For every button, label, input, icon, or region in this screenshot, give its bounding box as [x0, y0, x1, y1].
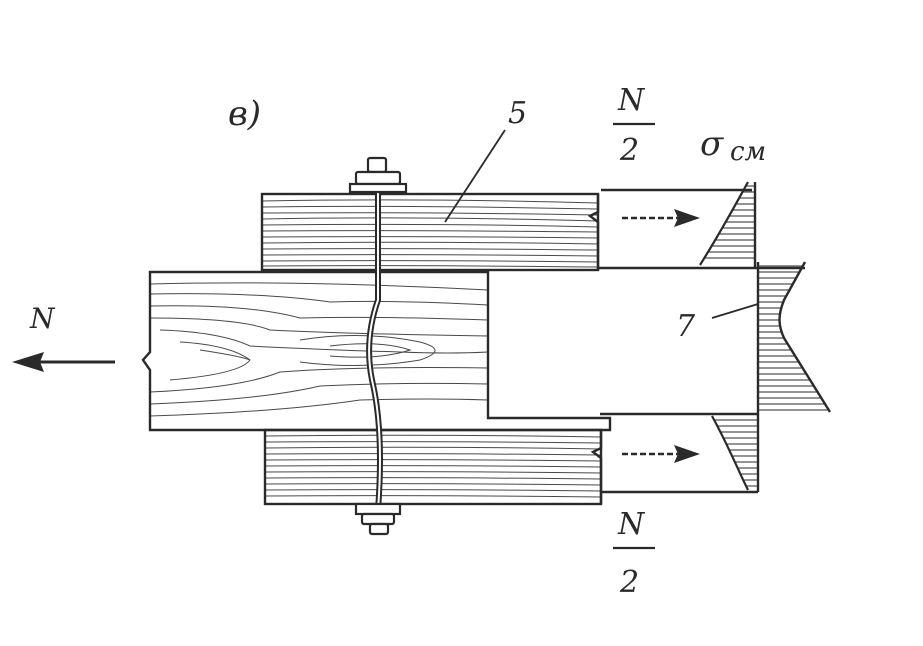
force-half-bottom-denominator: 2 [619, 565, 639, 600]
stress-diagram-bottom [711, 415, 758, 491]
force-half-top-numerator: N [617, 83, 646, 118]
bolt [348, 156, 408, 536]
top-nut [354, 170, 402, 186]
stress-diagram-middle [756, 261, 832, 492]
stress-symbol: σ [700, 124, 724, 164]
bolt-bottom-tip [368, 522, 390, 536]
stress-subscript: см [730, 137, 766, 167]
arrow-half-force-bottom [622, 445, 700, 463]
abutting-timber [598, 188, 805, 494]
stress-diagram-top [699, 181, 757, 268]
top-cover-plank [260, 192, 600, 272]
callout-5-leader [444, 129, 506, 223]
callout-7-leader [711, 303, 759, 319]
bottom-washer [354, 502, 402, 516]
bolt-top-tip [366, 156, 388, 174]
force-half-bottom-numerator: N [617, 507, 646, 542]
bottom-nut [360, 512, 396, 526]
arrow-main-force [12, 352, 115, 372]
callout-7-label: 7 [676, 309, 696, 344]
arrow-half-force-top [622, 209, 700, 227]
force-main-label: N [29, 302, 56, 335]
force-half-top-denominator: 2 [619, 133, 639, 168]
panel-label: в) [228, 94, 261, 134]
callout-5-label: 5 [508, 96, 527, 131]
top-washer [348, 182, 408, 194]
bottom-cover-plank [263, 428, 603, 506]
